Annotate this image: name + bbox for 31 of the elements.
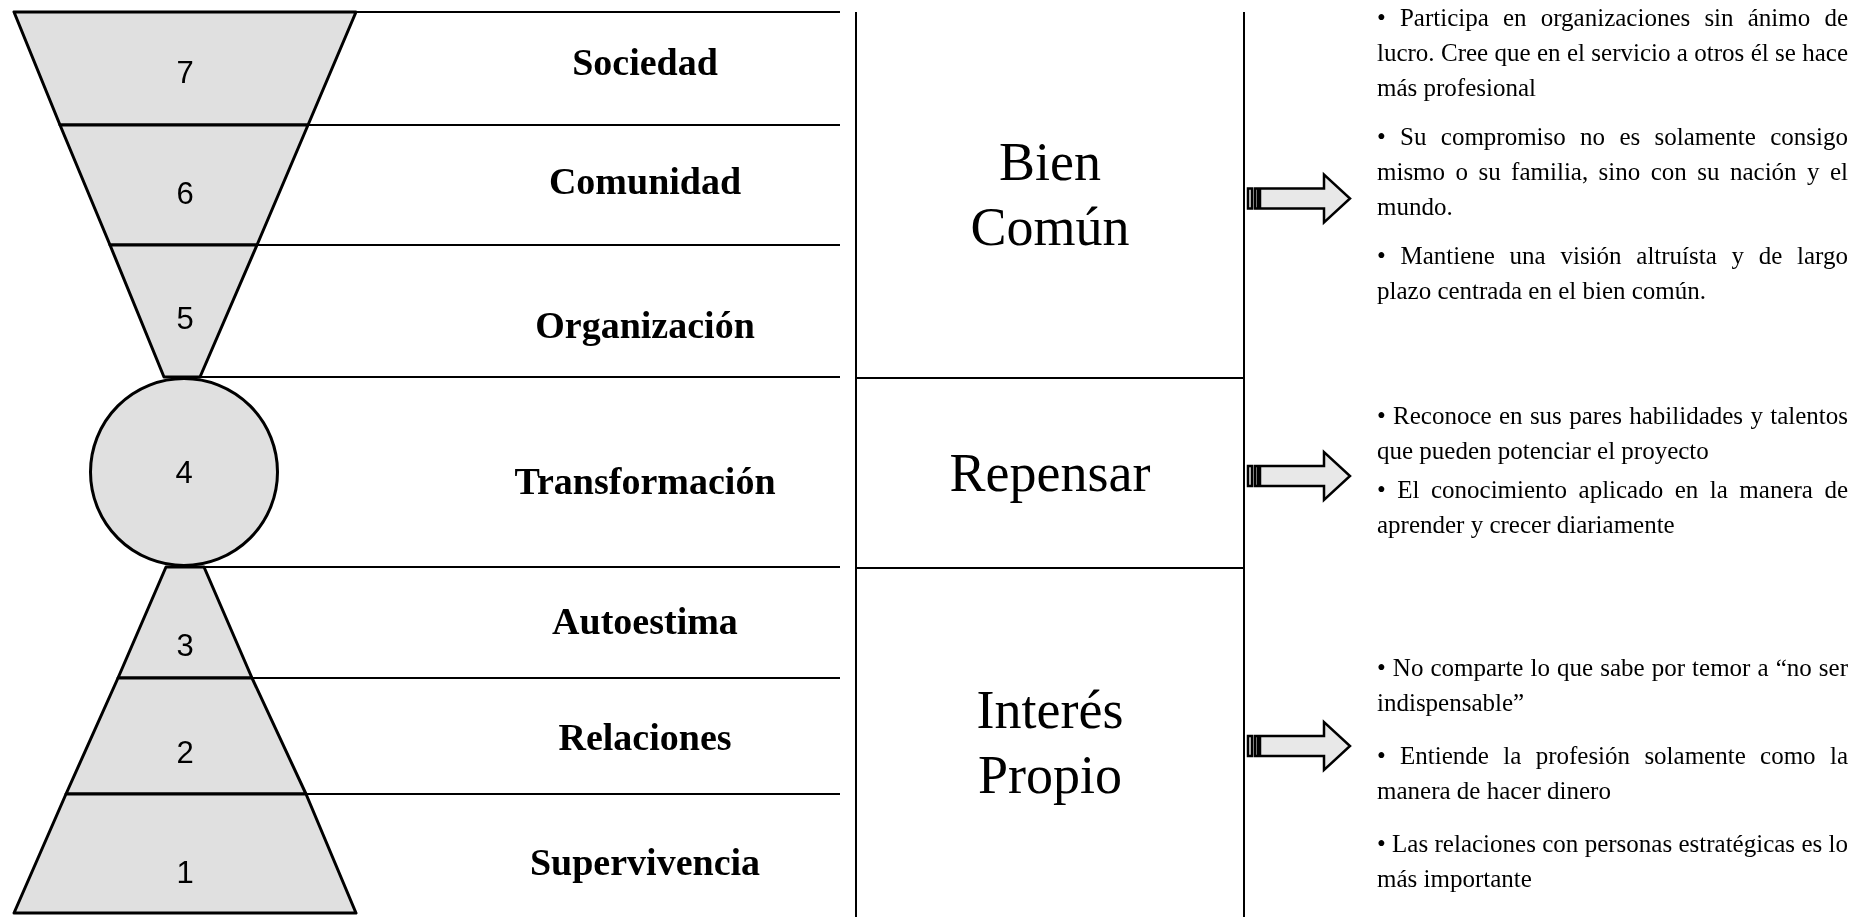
level-label: Sociedad xyxy=(572,43,718,81)
block-arrow xyxy=(1246,449,1352,503)
block-arrow xyxy=(1246,719,1352,773)
level-label: Organización xyxy=(535,306,755,344)
level-number: 6 xyxy=(176,177,194,209)
level-label: Supervivencia xyxy=(529,843,761,881)
stage-section xyxy=(855,377,1245,567)
level-number: 1 xyxy=(176,856,194,888)
bullet-text: • Mantiene una visión altruísta y de largo plazo centrada en el bien común. xyxy=(1377,241,1848,306)
stage-title: Bien Común xyxy=(969,130,1131,259)
level-label: Relaciones xyxy=(558,718,732,756)
bullet-text: • Su compromiso no es solamente consigo mismo o su familia, sino con su nación y el mundo. xyxy=(1377,122,1848,222)
level-number: 7 xyxy=(176,56,194,88)
level-number: 2 xyxy=(176,736,194,768)
bullet-text: • Participa en organizaciones sin ánimo de lucro. Cree que en el servicio a otros él se hace más profesional xyxy=(1377,3,1848,103)
bullet-text: • Entiende la profesión solamente como la manera de hacer dinero xyxy=(1377,741,1848,806)
stage-title: Repensar xyxy=(948,441,1152,505)
bullet-text: • Las relaciones con personas estratégicas es lo más importante xyxy=(1377,829,1848,894)
level-label: Comunidad xyxy=(548,162,742,200)
level-number: 4 xyxy=(175,456,193,488)
stage-section xyxy=(855,12,1245,377)
level-number: 3 xyxy=(176,629,194,661)
level-label: Autoestima xyxy=(552,602,738,640)
stage-title: Interés Propio xyxy=(975,679,1125,807)
stage-section xyxy=(855,567,1245,917)
bullet-text: • Reconoce en sus pares habilidades y talentos que pueden potenciar el proyecto xyxy=(1377,401,1848,466)
block-arrow xyxy=(1246,171,1352,226)
level-label: Transformación xyxy=(514,462,776,500)
bullet-text: • El conocimiento aplicado en la manera de aprender y crecer diariamente xyxy=(1377,475,1848,540)
bullet-text: • No comparte lo que sabe por temor a “no ser indispensable” xyxy=(1377,653,1848,718)
level-number: 5 xyxy=(176,302,194,334)
